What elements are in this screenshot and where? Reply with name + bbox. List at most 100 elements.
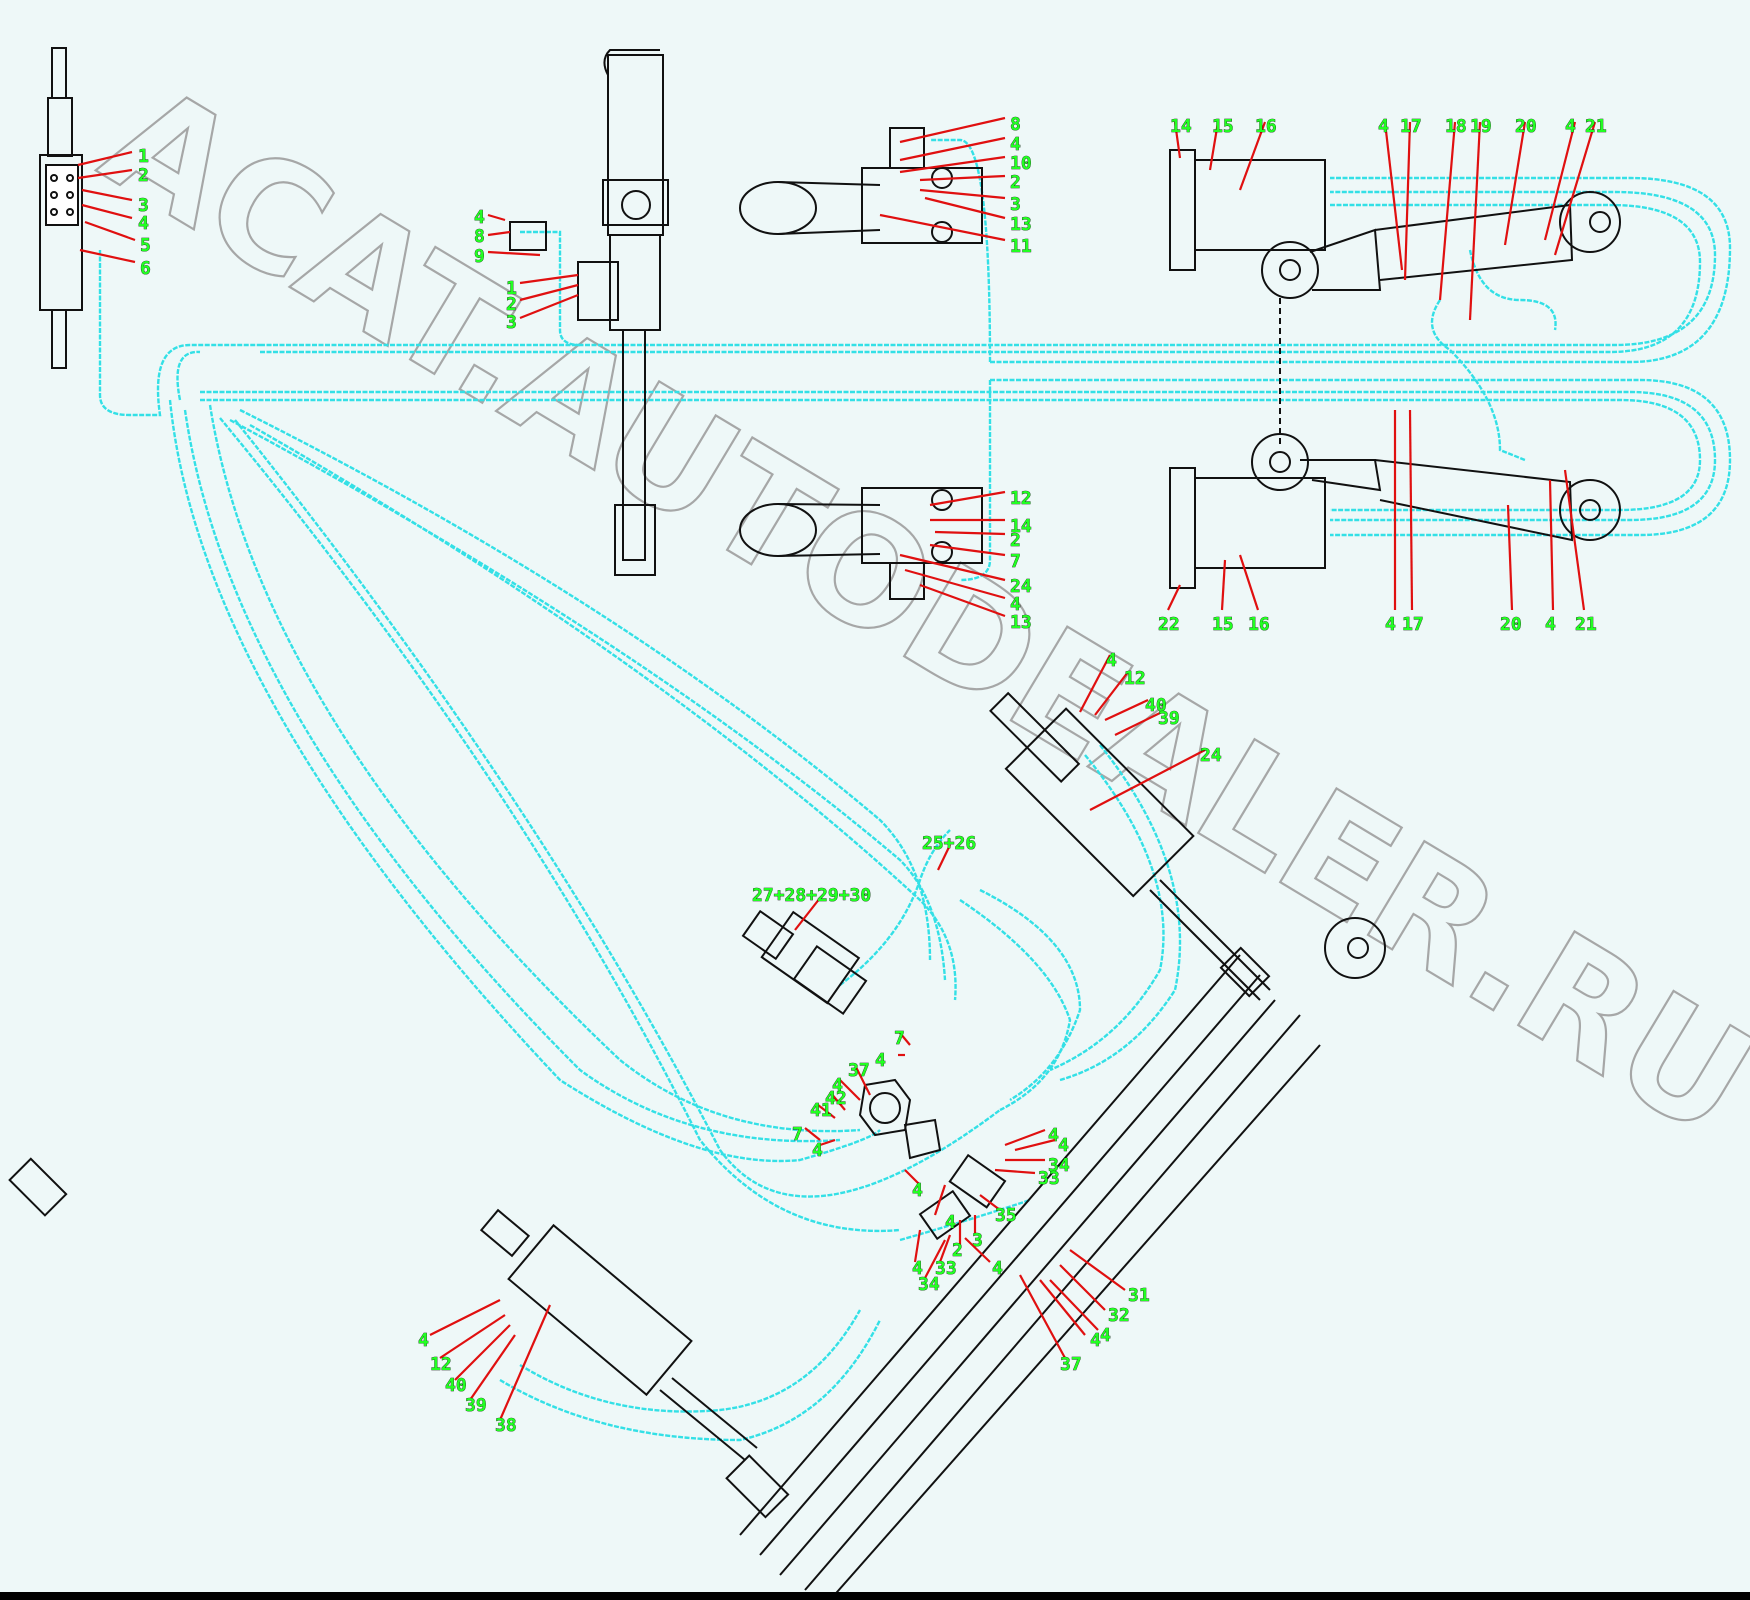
leader-line (77, 150, 133, 167)
leader-line (929, 490, 1006, 507)
callout-label: 2 (952, 1240, 963, 1261)
leader-line (794, 897, 821, 931)
callout-label: 19 (1470, 116, 1492, 137)
callout-label: 4 (1385, 614, 1396, 635)
leader-line (1506, 504, 1514, 611)
leader-line (487, 250, 541, 257)
leader-line (1548, 479, 1555, 611)
leader-line (1563, 469, 1586, 611)
leader-line (933, 1184, 947, 1216)
main-boom (8, 917, 1386, 1600)
callout-label: 21 (1585, 116, 1607, 137)
leader-line (938, 1234, 952, 1263)
leader-line (1438, 121, 1457, 301)
callout-label: 16 (1248, 614, 1270, 635)
leader-line (899, 136, 1006, 162)
callout-label: 7 (894, 1028, 905, 1049)
callout-label: 24 (1010, 576, 1032, 597)
callout-label: 9 (474, 246, 485, 267)
leader-line (899, 553, 1006, 582)
leader-line (829, 1091, 846, 1111)
leader-line (1173, 121, 1182, 159)
valve-block-27-30 (741, 909, 868, 1015)
callout-label: 4 (1010, 594, 1021, 615)
callout-label: 27+28+29+30 (752, 885, 871, 906)
leader-line (1014, 1138, 1056, 1152)
callout-label: 15 (1212, 116, 1234, 137)
callout-label: 16 (1255, 116, 1277, 137)
callout-label: 8 (474, 226, 485, 247)
callout-label: 41 (810, 1100, 832, 1121)
leader-line (1543, 121, 1577, 241)
callout-label: 12 (1124, 668, 1146, 689)
callout-label: 2 (138, 165, 149, 186)
callout-label: 2 (506, 294, 517, 315)
leader-line (1208, 121, 1220, 171)
leader-line (81, 203, 133, 220)
callout-label: 14 (1170, 116, 1192, 137)
leader-line (934, 530, 1006, 536)
leader-line (1104, 699, 1149, 721)
leader-line (1403, 121, 1412, 281)
callout-label: 12 (430, 1354, 452, 1375)
callout-label: 22 (1158, 614, 1180, 635)
watermark: ACAT.AUTODEALER.RU (76, 52, 1750, 1171)
callout-label: 4 (474, 207, 485, 228)
boom-cylinder-bottom (479, 1208, 758, 1461)
callout-label: 4 (1090, 1330, 1101, 1351)
leader-line (429, 1299, 501, 1336)
callout-label: 34 (918, 1274, 940, 1295)
callout-label: 13 (1010, 612, 1032, 633)
callout-label: 13 (1010, 214, 1032, 235)
leader-line (919, 188, 1006, 200)
callout-label: 4 (1106, 650, 1117, 671)
callout-label: 38 (495, 1415, 517, 1436)
leader-line (519, 283, 579, 302)
leader-line (924, 1239, 946, 1279)
callout-label: 18 (1445, 116, 1467, 137)
callout-label: 4 (1100, 1325, 1111, 1346)
callout-label: 10 (1010, 153, 1032, 174)
callout-label: 3 (972, 1230, 983, 1251)
lower-swivel-valve (739, 487, 983, 600)
callout-label: 3 (138, 195, 149, 216)
callout-label: 17 (1402, 614, 1424, 635)
leader-line (1039, 1279, 1086, 1336)
leader-line (1553, 121, 1597, 256)
leader-line (487, 213, 506, 222)
callout-label: 4 (812, 1140, 823, 1161)
leader-line (1019, 1274, 1066, 1359)
leader-line (1094, 671, 1129, 716)
leader-line (454, 1324, 511, 1381)
callout-label: 17 (1400, 116, 1422, 137)
callout-label: 39 (1158, 708, 1180, 729)
callout-label: 35 (995, 1205, 1017, 1226)
leader-line (979, 1194, 1001, 1211)
leader-line (1114, 711, 1163, 736)
callout-label: 40 (445, 1375, 467, 1396)
callout-label: 20 (1515, 116, 1537, 137)
callout-label: 4 (418, 1330, 429, 1351)
upper-swivel-valve (739, 127, 983, 244)
central-manifold (858, 1078, 1007, 1241)
callout-label: 5 (140, 235, 151, 256)
callout-label: 4 (1058, 1135, 1069, 1156)
leader-line (1503, 121, 1527, 246)
bottom-border (0, 1592, 1750, 1600)
leader-line (1004, 1128, 1046, 1147)
leader-line (854, 1064, 871, 1096)
callout-label: 37 (1060, 1354, 1082, 1375)
hydraulic-lines (98, 138, 1732, 1442)
leader-line (937, 844, 951, 871)
leader-line (1079, 654, 1111, 713)
leader-line (904, 568, 1006, 600)
callout-label: 3 (1010, 194, 1021, 215)
callout-label: 4 (1545, 614, 1556, 635)
leader-line (964, 1237, 991, 1263)
leader-line (1089, 749, 1206, 811)
callout-label: 4 (875, 1050, 886, 1071)
callout-label: 4 (1378, 116, 1389, 137)
callout-label: 4 (912, 1180, 923, 1201)
